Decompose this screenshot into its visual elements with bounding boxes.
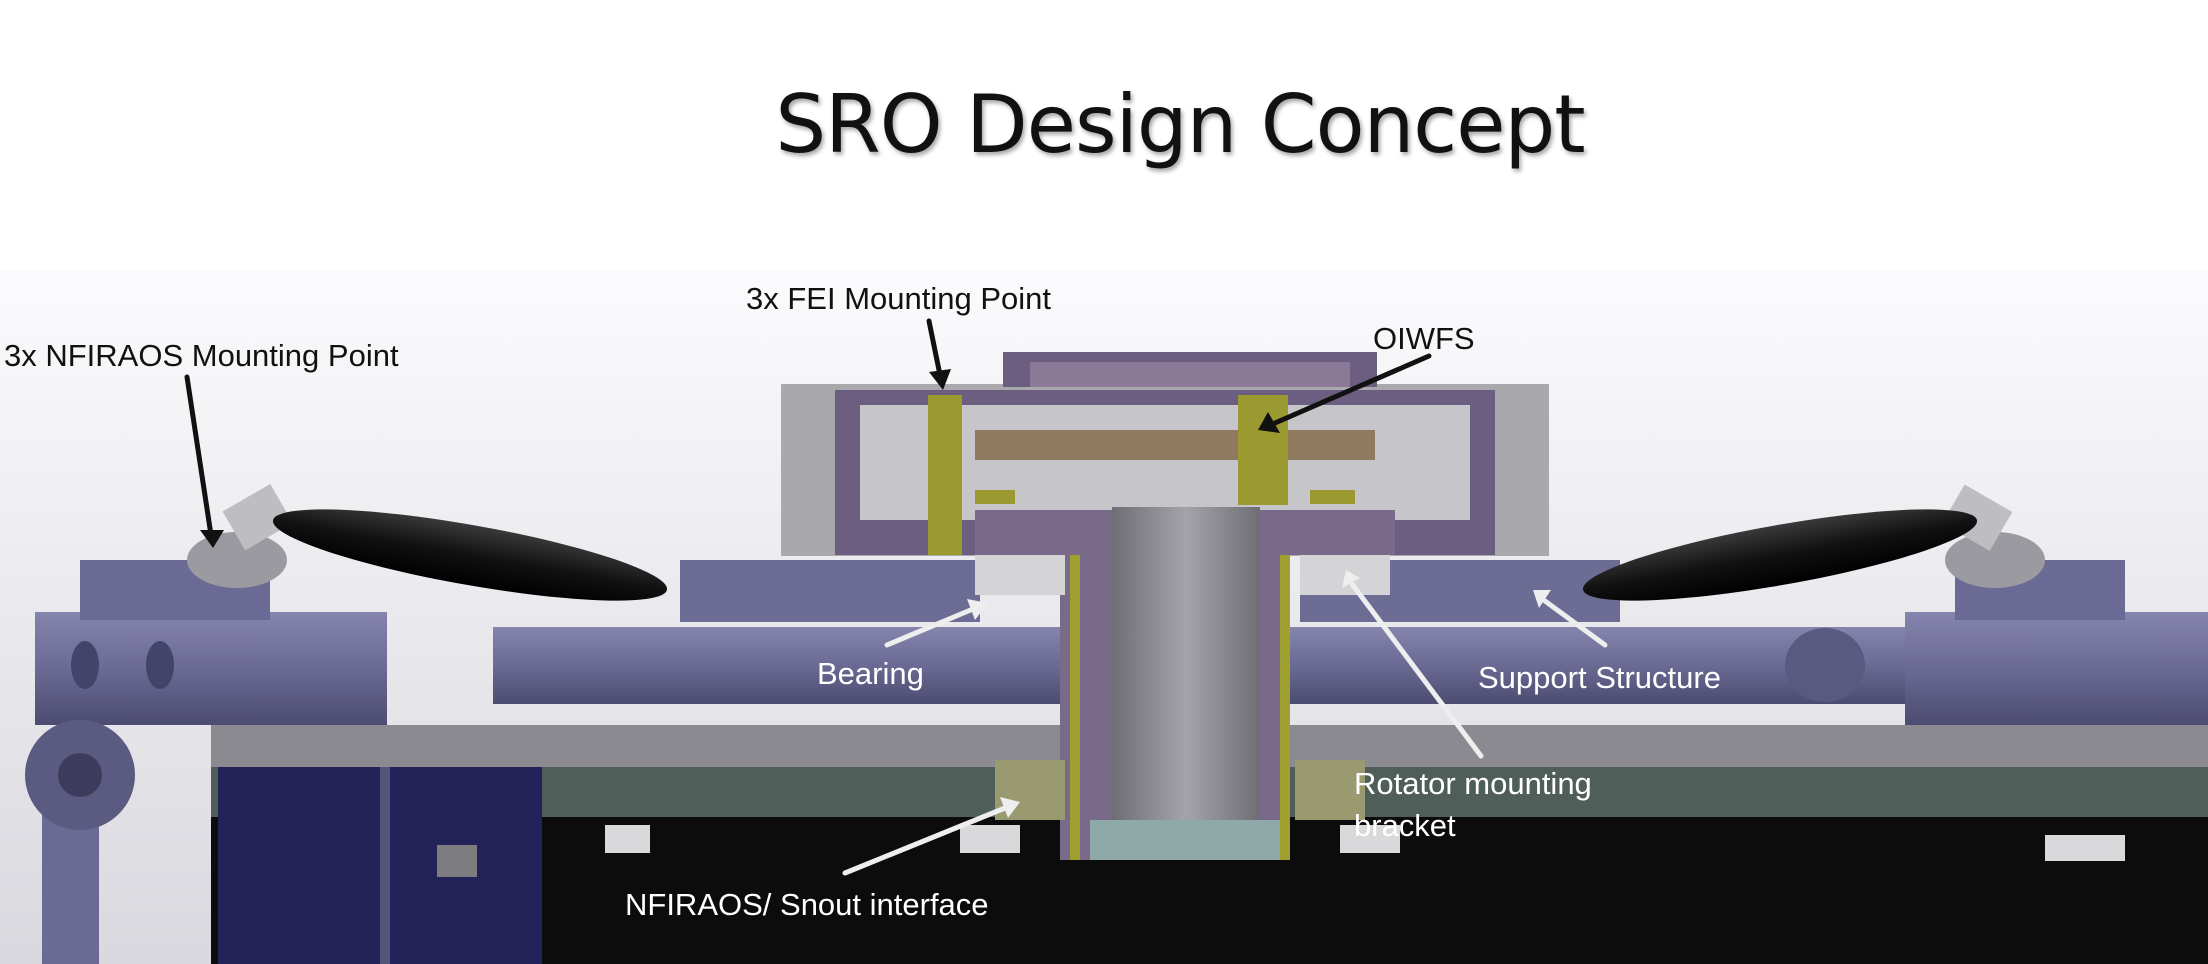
label-snout-interface: NFIRAOS/ Snout interface: [625, 887, 989, 922]
arrow-rotator-bracket: [1349, 581, 1484, 759]
label-rotator-bracket-line1: Rotator mounting: [1354, 766, 1592, 801]
label-nfiraos-mounting-point: 3x NFIRAOS Mounting Point: [4, 338, 399, 373]
arrow-fei-mount: [926, 318, 943, 378]
arrow-bearing: [884, 606, 976, 648]
arrow-nfiraos-mount: [184, 374, 214, 538]
label-oiwfs: OIWFS: [1373, 321, 1475, 356]
label-rotator-bracket: Rotator mounting bracket: [1354, 763, 1592, 847]
right-strut: [1582, 509, 1978, 601]
left-arm: [680, 560, 980, 622]
label-rotator-bracket-line2: bracket: [1354, 807, 1456, 843]
right-mount-knuckle: [1945, 532, 2045, 588]
left-strut: [272, 509, 668, 601]
arrow-support: [1542, 598, 1608, 648]
label-bearing: Bearing: [817, 656, 924, 691]
oiwfs-platform: [975, 430, 1375, 460]
right-frame: [1905, 612, 2208, 725]
arrow-snout: [842, 805, 1008, 876]
slide-title: SRO Design Concept: [775, 78, 1585, 171]
left-mount-knuckle: [187, 532, 287, 588]
central-column: [1112, 507, 1260, 859]
bearing: [975, 555, 1065, 595]
arrow-oiwfs: [1272, 353, 1432, 426]
label-fei-mounting-point: 3x FEI Mounting Point: [746, 281, 1051, 316]
fei-post: [928, 395, 962, 555]
label-support-structure: Support Structure: [1478, 660, 1721, 695]
